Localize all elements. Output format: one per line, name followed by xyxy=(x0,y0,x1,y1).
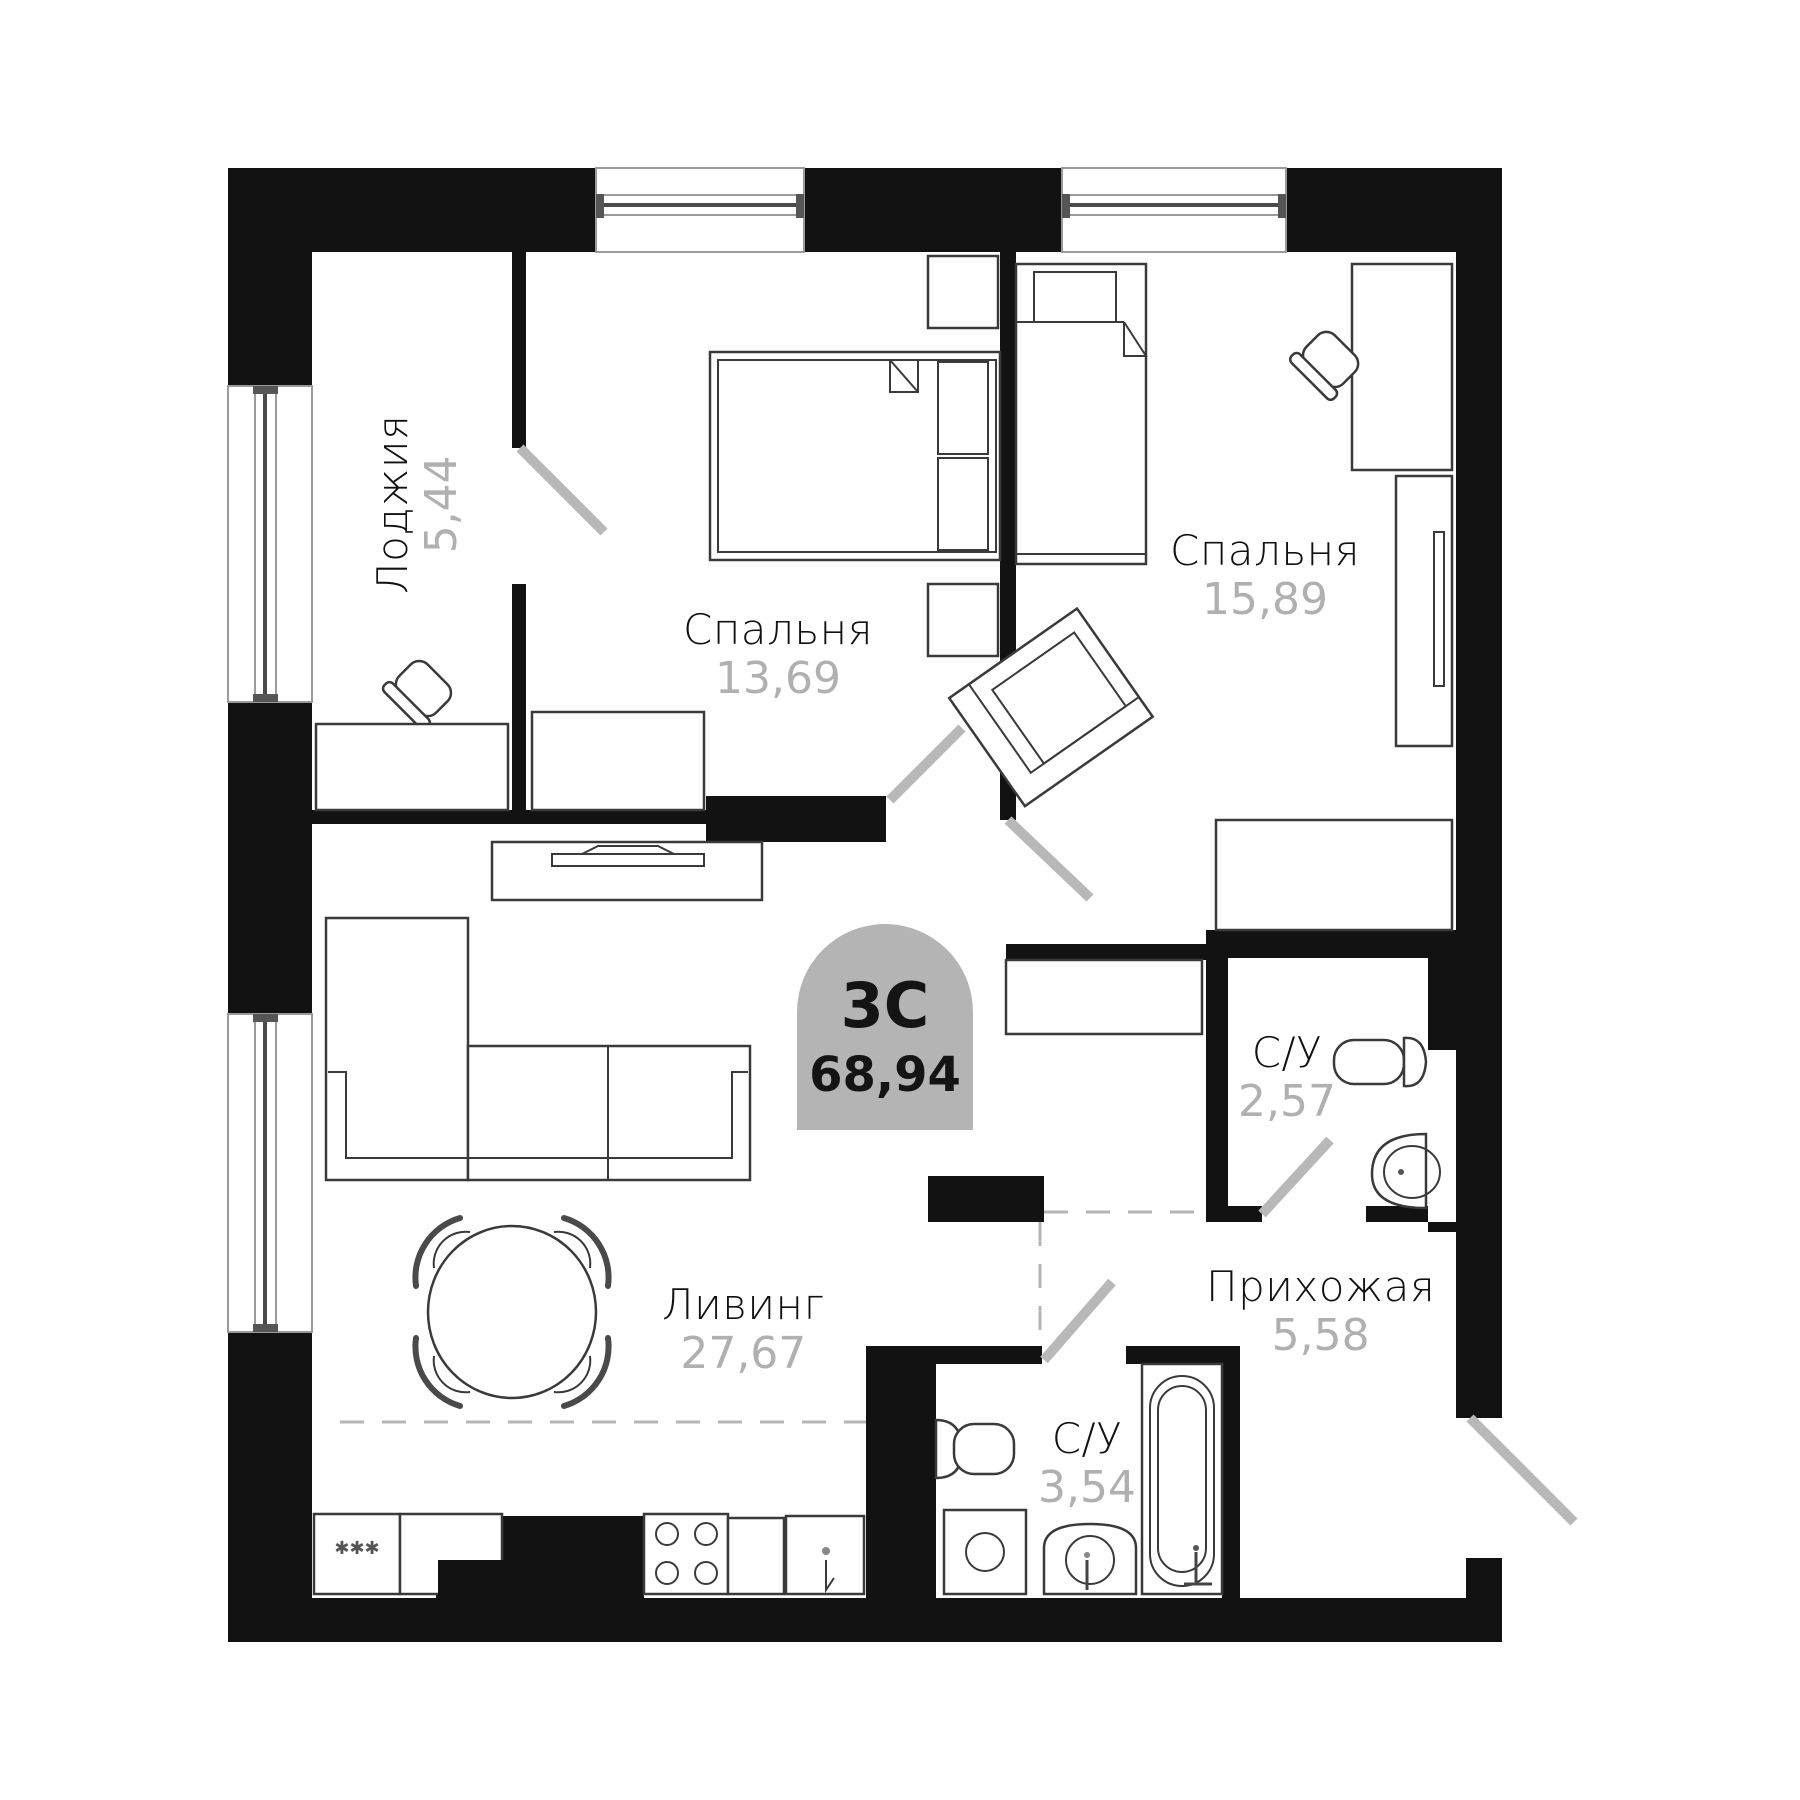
apartment-type: 3С xyxy=(840,969,930,1042)
sink-icon xyxy=(784,1514,866,1596)
nightstand-top xyxy=(926,254,1000,330)
armchair-icon xyxy=(947,606,1155,808)
window-icon xyxy=(227,167,1287,1333)
door-swing-icon xyxy=(516,444,1578,1526)
zone-boundaries xyxy=(340,1210,1206,1424)
total-area: 68,94 xyxy=(809,1047,961,1103)
room-name: Прихожая xyxy=(1206,1262,1436,1311)
kitchen-counter: ✱✱✱ xyxy=(312,1512,644,1598)
bedroom-desk xyxy=(1350,262,1454,472)
room-label-bedroom-2: Спальня 15,89 xyxy=(1170,530,1360,622)
dining-table-icon xyxy=(412,1215,612,1409)
sink-icon xyxy=(1042,1522,1138,1596)
room-area: 2,57 xyxy=(1238,1076,1336,1127)
room-area: 13,69 xyxy=(714,653,841,704)
room-area: 15,89 xyxy=(1201,574,1328,625)
nightstand-bottom xyxy=(926,582,1000,658)
room-area: 5,44 xyxy=(416,455,467,554)
double-bed-icon xyxy=(708,350,1002,562)
washing-machine-icon xyxy=(942,1508,1028,1596)
hallway-console xyxy=(1004,958,1204,1036)
room-name: С/У xyxy=(1251,1028,1323,1077)
room-area: 5,58 xyxy=(1271,1310,1370,1361)
office-chair-icon xyxy=(381,659,453,731)
tv-stand-icon xyxy=(490,840,764,902)
room-name: С/У xyxy=(1051,1414,1123,1463)
room-name: Спальня xyxy=(683,605,873,654)
apartment-badge: 3С 68,94 xyxy=(797,924,973,1130)
outer-walls xyxy=(228,168,1502,1642)
toilet-icon xyxy=(934,1418,1016,1480)
room-label-bedroom-1: Спальня 13,69 xyxy=(683,609,873,701)
office-chair-icon xyxy=(1288,330,1360,402)
room-name: Ливинг xyxy=(662,1280,825,1329)
room-label-bathroom-2: С/У 3,54 xyxy=(1038,1418,1136,1510)
corner-sofa-icon xyxy=(324,916,752,1182)
room-name: Спальня xyxy=(1170,526,1360,575)
wardrobe-icon xyxy=(530,710,706,812)
room-area: 3,54 xyxy=(1038,1462,1136,1513)
room-name: Лоджия xyxy=(368,414,417,594)
toilet-icon xyxy=(1332,1036,1428,1088)
room-label-hallway: Прихожая 5,58 xyxy=(1206,1266,1435,1358)
room-area: 27,67 xyxy=(680,1328,807,1379)
room-label-living: Ливинг 27,67 xyxy=(662,1284,825,1376)
loggia-desk xyxy=(314,722,510,812)
room-label-bathroom-1: С/У 2,57 xyxy=(1238,1032,1336,1124)
bedroom-dresser xyxy=(1214,818,1454,932)
svg-text:✱✱✱: ✱✱✱ xyxy=(334,1538,379,1559)
kitchen-cabinet xyxy=(726,1516,786,1596)
room-label-loggia: Лоджия 5,44 xyxy=(368,414,467,594)
single-bed-icon xyxy=(1014,262,1148,566)
sink-icon xyxy=(1370,1132,1441,1210)
wardrobe-icon xyxy=(1394,474,1454,748)
bathtub-icon xyxy=(1140,1362,1224,1596)
stove-icon xyxy=(642,1512,730,1596)
